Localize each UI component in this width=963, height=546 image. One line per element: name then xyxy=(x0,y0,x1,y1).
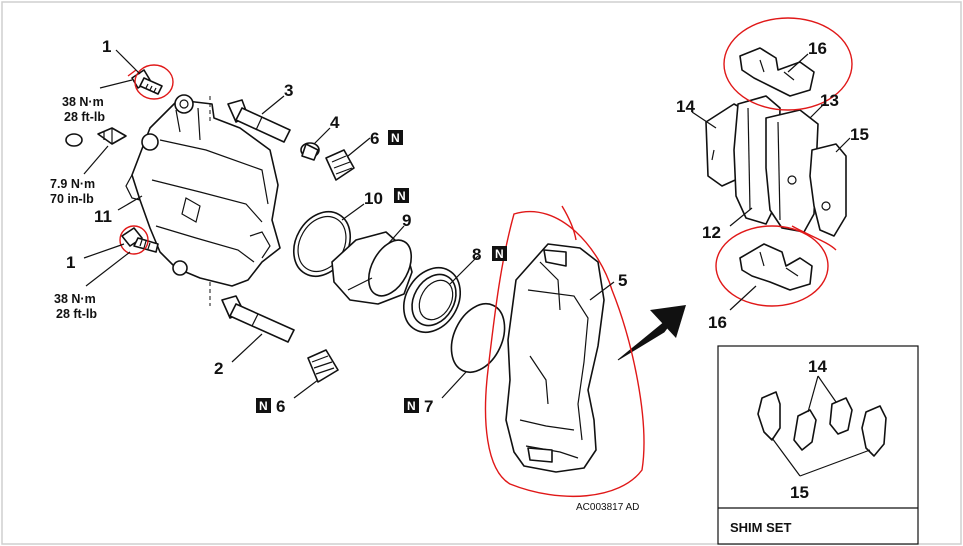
piston-boot xyxy=(402,267,462,333)
callout-1-top: 1 xyxy=(102,37,111,56)
pad-clip-upper xyxy=(739,47,815,97)
red-tick-bolt-top xyxy=(127,69,137,77)
caliper-body xyxy=(125,94,281,287)
torque-bolt-top-line1: 38 N·m xyxy=(62,95,104,109)
torque-bolt-bottom-line2: 28 ft-lb xyxy=(56,307,97,321)
callout-12: 12 xyxy=(702,223,721,242)
inset-caption: SHIM SET xyxy=(730,520,791,535)
pin-boot-lower xyxy=(307,349,339,383)
caliper-support-bracket xyxy=(505,243,605,473)
n-marker-6-lower: N xyxy=(259,399,268,413)
callout-13: 13 xyxy=(820,91,839,110)
n-marker-8: N xyxy=(495,247,504,261)
callout-5: 5 xyxy=(618,271,627,290)
callout-16-bottom: 16 xyxy=(708,313,727,332)
callout-6-upper: 6 xyxy=(370,129,379,148)
callout-11: 11 xyxy=(94,207,112,226)
callout-6-lower: 6 xyxy=(276,397,285,416)
n-marker-10: N xyxy=(397,189,406,203)
torque-bolt-bottom-line1: 38 N·m xyxy=(54,292,96,306)
boot-ring xyxy=(450,303,506,373)
inset-callout-14: 14 xyxy=(808,357,827,376)
callout-4: 4 xyxy=(330,113,340,132)
callout-10: 10 xyxy=(364,189,383,208)
new-part-n-icon: N xyxy=(394,188,409,203)
leader-lines xyxy=(83,49,851,399)
red-circle-clip-top xyxy=(723,17,853,111)
caliper-bolt-bottom xyxy=(121,227,159,253)
callout-3: 3 xyxy=(284,81,293,100)
red-annotations xyxy=(119,17,853,498)
red-tail-bracket xyxy=(561,205,577,241)
bushing xyxy=(300,142,320,161)
new-part-n-icon: N xyxy=(492,246,507,261)
guide-pin-lower xyxy=(221,295,295,343)
figure-reference: AC003817 AD xyxy=(576,502,639,513)
shim-set-inset: 14 15 SHIM SET xyxy=(717,345,919,545)
inset-callout-15: 15 xyxy=(790,483,809,502)
callout-8: 8 xyxy=(472,245,481,264)
n-marker-6-upper: N xyxy=(391,131,400,145)
callout-16-top: 16 xyxy=(808,39,827,58)
callout-14: 14 xyxy=(676,97,695,116)
new-part-n-icon: N xyxy=(388,130,403,145)
torque-bleeder-line2: 70 in-lb xyxy=(50,192,94,206)
callout-2: 2 xyxy=(214,359,223,378)
callout-1-bottom: 1 xyxy=(66,253,75,272)
guide-pin-upper xyxy=(227,99,291,143)
n-marker-7: N xyxy=(407,399,416,413)
piston xyxy=(331,231,413,305)
torque-bleeder-line1: 7.9 N·m xyxy=(50,177,95,191)
callout-7: 7 xyxy=(424,397,433,416)
callout-15: 15 xyxy=(850,125,869,144)
caliper-bolt-top xyxy=(131,69,163,95)
callout-9: 9 xyxy=(402,211,411,230)
new-part-n-icon: N xyxy=(256,398,271,413)
red-circle-bolt-bottom xyxy=(119,225,149,255)
view-direction-arrow-head xyxy=(650,305,686,338)
red-loop-bracket xyxy=(484,211,645,498)
red-tick-clip-bottom xyxy=(791,225,837,251)
pin-boot-upper xyxy=(325,149,355,181)
bleeder-screw xyxy=(65,127,127,147)
new-part-n-icon: N xyxy=(404,398,419,413)
torque-bolt-top-line2: 28 ft-lb xyxy=(64,110,105,124)
pad-clip-lower xyxy=(739,243,813,291)
red-circle-bolt-top xyxy=(134,64,174,100)
pad-shim-15 xyxy=(809,143,847,237)
red-circle-clip-bottom xyxy=(715,225,829,307)
